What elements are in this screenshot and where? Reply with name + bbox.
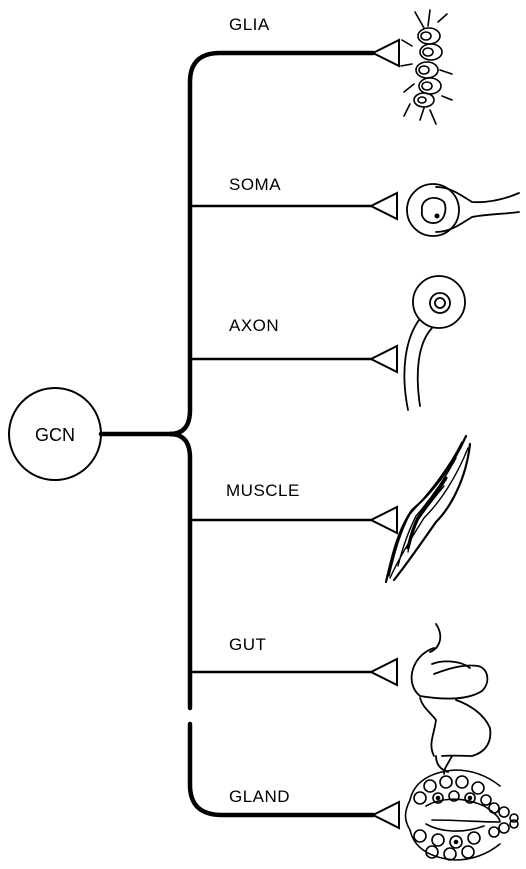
label-soma: SOMA (229, 175, 281, 194)
gland-icon (406, 770, 519, 860)
gut-icon (412, 624, 491, 774)
axon-cell-icon (404, 276, 465, 410)
terminal-glia (373, 40, 399, 66)
branch-lines (101, 53, 373, 815)
glia-cells-icon (401, 10, 452, 124)
gcn-label: GCN (35, 425, 75, 445)
main-trunk (101, 53, 373, 434)
label-gut: GUT (229, 635, 266, 654)
terminal-gland (373, 802, 399, 828)
muscle-fiber-icon (386, 436, 470, 582)
terminal-axon (371, 346, 397, 372)
label-muscle: MUSCLE (226, 481, 300, 500)
terminal-triangles (371, 40, 399, 828)
label-axon: AXON (229, 316, 279, 335)
label-gland: GLAND (229, 787, 290, 806)
gcn-node: GCN (9, 388, 101, 480)
terminal-muscle (371, 507, 397, 533)
soma-cell-icon (407, 184, 519, 236)
terminal-soma (371, 193, 397, 219)
label-glia: GLIA (229, 15, 270, 34)
lower-trunk (170, 434, 190, 708)
terminal-gut (371, 659, 397, 685)
